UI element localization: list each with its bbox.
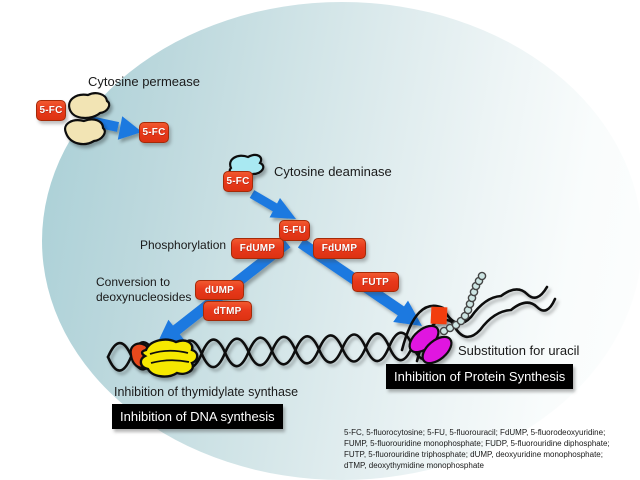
label-conversion: Conversion to deoxynucleosides [96, 275, 191, 305]
ribosome-icon [408, 324, 453, 365]
molecule-5fu: 5-FU [279, 220, 310, 241]
flow-arrows [88, 116, 422, 346]
molecule-futp: FUTP [352, 272, 399, 292]
molecule-5fc-outside: 5-FC [36, 100, 66, 121]
label-inhibition-thymidylate: Inhibition of thymidylate synthase [114, 385, 299, 399]
label-substitution-uracil: Substitution for uracil [458, 343, 580, 358]
uracil-substitution-square-icon [430, 306, 448, 325]
label-phosphorylation: Phosphorylation [140, 238, 227, 252]
label-cytosine-permease: Cytosine permease [88, 74, 200, 89]
label-conversion-line1: Conversion to [96, 275, 171, 289]
legend-line: FUTP, 5-fluorouridine triphosphate; dUMP… [344, 450, 603, 459]
legend-line: dTMP, deoxythymidine monophosphate [344, 461, 484, 470]
molecule-fdump-left: FdUMP [231, 238, 284, 259]
molecule-5fc-inside: 5-FC [139, 122, 169, 143]
thymidylate-synthase-icon [129, 338, 199, 378]
callout-inhibition-dna-synthesis: Inhibition of DNA synthesis [112, 404, 283, 429]
callout-inhibition-protein-synthesis: Inhibition of Protein Synthesis [386, 364, 574, 389]
molecule-fdump-right: FdUMP [313, 238, 366, 259]
molecule-dtmp: dTMP [203, 301, 252, 321]
abbreviation-legend: 5-FC, 5-fluorocytosine; 5-FU, 5-fluorour… [344, 427, 636, 471]
permease-protein-icon [64, 92, 111, 146]
molecule-dump: dUMP [195, 280, 244, 300]
arrow-deamination-icon [249, 190, 296, 219]
molecule-5fc-deaminase: 5-FC [223, 171, 253, 192]
protein-chain-icon [439, 271, 487, 336]
legend-line: FUMP, 5-fluorouridine monophosphate; FUD… [344, 439, 610, 448]
label-cytosine-deaminase: Cytosine deaminase [274, 164, 392, 179]
label-conversion-line2: deoxynucleosides [96, 290, 192, 304]
legend-line: 5-FC, 5-fluorocytosine; 5-FU, 5-fluorour… [344, 428, 606, 437]
